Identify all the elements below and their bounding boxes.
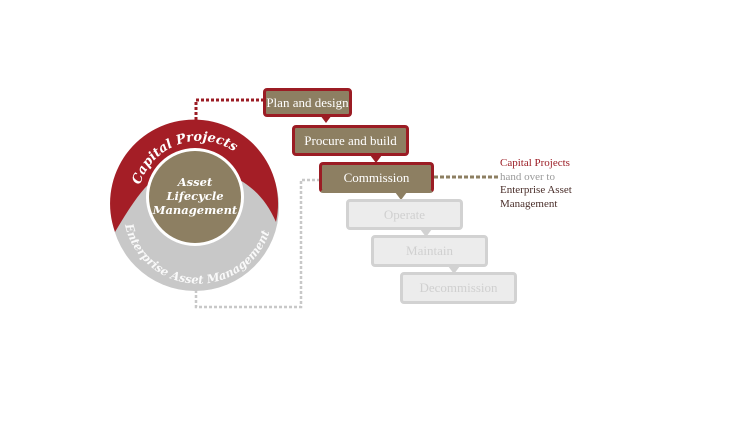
asset-lifecycle-hub bbox=[149, 151, 241, 243]
handover-note: Capital Projects hand over to Enterprise… bbox=[500, 157, 572, 211]
stage-maintain: Maintain bbox=[371, 235, 488, 267]
stage-pointers bbox=[320, 115, 460, 274]
hub-line-1: Asset bbox=[177, 175, 213, 189]
stage-label: Operate bbox=[383, 206, 426, 222]
note-line-2: hand over to bbox=[500, 170, 555, 183]
stage-label: Plan and design bbox=[266, 94, 349, 110]
note-line-1: Capital Projects bbox=[500, 157, 570, 169]
eam-connector bbox=[194, 178, 319, 309]
stage-procure-and-build: Procure and build bbox=[292, 125, 409, 156]
stage-commission: Commission bbox=[319, 162, 434, 193]
stage-plan-and-design: Plan and design bbox=[263, 88, 352, 117]
stage-operate: Operate bbox=[346, 199, 463, 230]
stage-label: Decommission bbox=[419, 280, 498, 295]
stage-label: Procure and build bbox=[304, 132, 397, 148]
stage-decommission: Decommission bbox=[400, 272, 517, 304]
stage-label: Commission bbox=[343, 169, 410, 185]
stage-label: Maintain bbox=[406, 243, 453, 258]
hub-line-2: Lifecycle bbox=[165, 189, 223, 203]
note-line-3: Enterprise Asset bbox=[500, 184, 572, 196]
hub-line-3: Management bbox=[152, 203, 238, 217]
note-line-4: Management bbox=[500, 197, 558, 210]
capital-projects-ring bbox=[110, 119, 279, 232]
capital-projects-connector bbox=[194, 98, 263, 120]
